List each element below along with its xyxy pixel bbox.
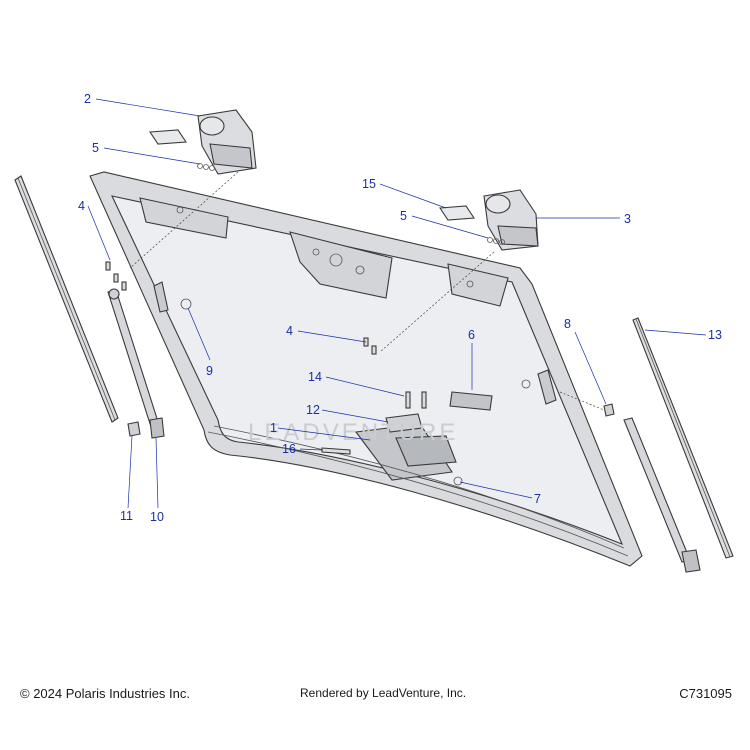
callout-10: 10	[150, 510, 164, 524]
fitting-8	[603, 403, 615, 417]
callout-4-left: 4	[78, 199, 85, 213]
callout-9: 9	[206, 364, 213, 378]
windshield-exploded-diagram: LEADVENTURE 2 5 4 15 5 3 4 6 8 13 9 14 1…	[14, 92, 734, 573]
callout-5-left: 5	[92, 141, 99, 155]
fitting-11	[127, 421, 141, 437]
watermark-text: LEADVENTURE	[248, 419, 458, 446]
pin-16	[321, 447, 351, 455]
callout-3: 3	[624, 212, 631, 226]
callouts: 2 5 4 15 5 3 4 6 8 13 9 14 12 1 16 7 11 …	[78, 92, 722, 524]
callout-7: 7	[534, 492, 541, 506]
drawing-number: C731095	[679, 686, 732, 701]
callout-11: 11	[120, 509, 133, 523]
callout-6: 6	[468, 328, 475, 342]
left-weather-strip	[14, 175, 119, 423]
rendered-by-text: Rendered by LeadVenture, Inc.	[300, 686, 467, 700]
copyright-text: © 2024 Polaris Industries Inc.	[20, 686, 190, 701]
callout-16: 16	[282, 442, 296, 456]
label-6	[449, 391, 493, 411]
right-weather-strip-13	[632, 317, 734, 559]
bolts-14	[405, 391, 427, 409]
callout-1: 1	[270, 421, 277, 435]
callout-13: 13	[708, 328, 722, 342]
callout-2: 2	[84, 92, 91, 106]
hinge-3	[439, 189, 539, 251]
hinge-2	[149, 109, 257, 175]
gas-strut-10	[107, 288, 165, 439]
callout-5-right: 5	[400, 209, 407, 223]
callout-15: 15	[362, 177, 376, 191]
callout-8: 8	[564, 317, 571, 331]
windshield-frame	[89, 171, 643, 567]
bracket-12	[385, 413, 423, 433]
callout-14: 14	[308, 370, 322, 384]
callout-12: 12	[306, 403, 320, 417]
leader-lines	[87, 98, 707, 509]
callout-4-center: 4	[286, 324, 293, 338]
gas-strut-right	[623, 417, 701, 573]
